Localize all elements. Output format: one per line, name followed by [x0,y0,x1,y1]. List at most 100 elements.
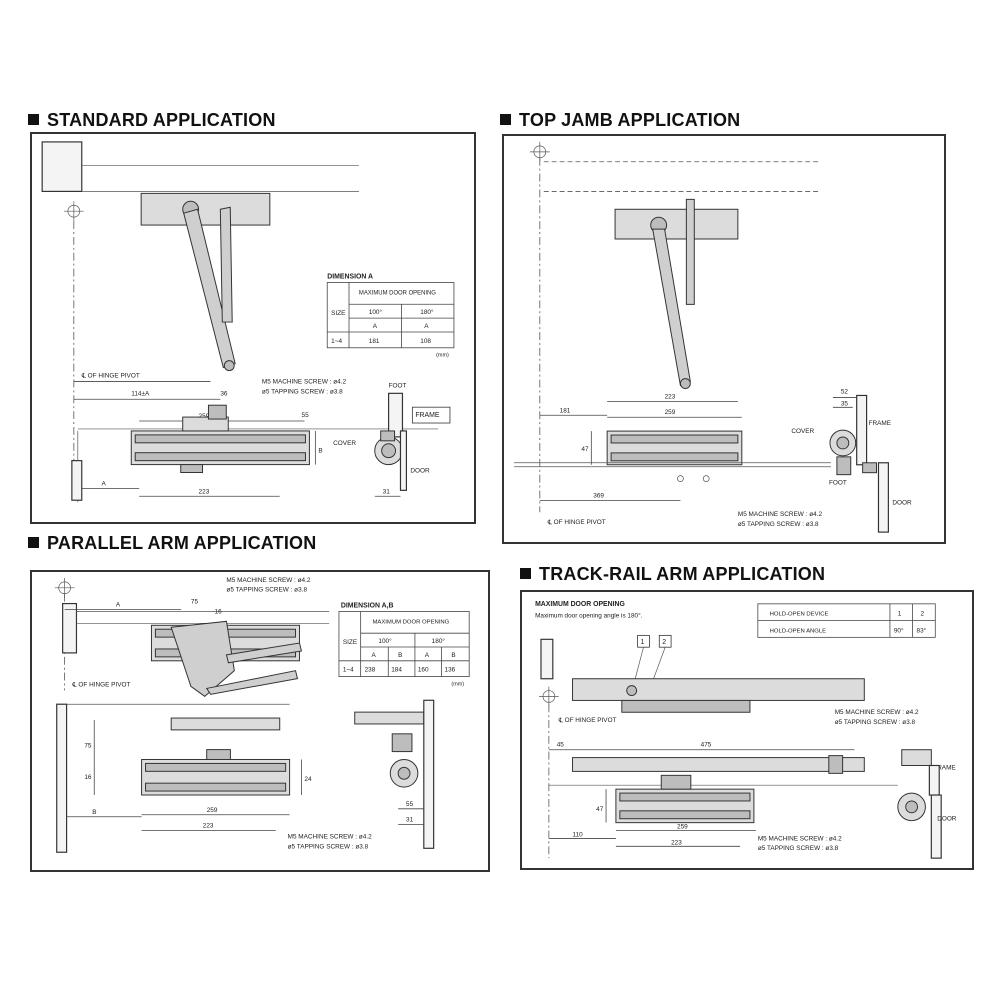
dim-36: 36 [220,390,228,397]
table-sub-a2: A [425,652,430,659]
dim-31: 31 [406,817,414,824]
dim-259: 259 [665,409,676,416]
door-side [877,462,889,533]
table-sub-b2: B [451,652,455,659]
track-rail-application-title: TRACK-RAIL ARM APPLICATION [520,564,825,585]
track-rail-title-text: TRACK-RAIL ARM APPLICATION [539,564,826,584]
frame-block [41,141,83,193]
frame-side [388,392,404,438]
arm-joint-icon [679,378,691,390]
top-jamb-diagram: 223 259 181 47 369 ℄ OF HINGE PIVOT M5 M… [514,141,912,533]
frame-label: FRAME [869,420,891,427]
top-jamb-application-title: TOP JAMB APPLICATION [500,110,740,131]
cover-label: COVER [791,428,814,435]
hold-open-angle-1: 90° [894,626,904,634]
hold-open-device-label: HOLD-OPEN DEVICE [770,612,829,618]
frame-side [856,394,868,466]
top-jamb-application-panel: 223 259 181 47 369 ℄ OF HINGE PIVOT M5 M… [502,134,946,544]
machine-screw-label-2: M5 MACHINE SCREW : ø4.2 [758,835,842,842]
table-size-label: SIZE [343,639,357,646]
table-sub-a1: A [372,652,377,659]
dim-181: 181 [560,407,571,414]
table-sub1: A [373,323,378,330]
hold-open-angle-label: HOLD-OPEN ANGLE [770,628,827,634]
dim-475: 475 [701,742,712,749]
standard-application-panel: DIMENSION A SIZE MAXIMUM DOOR OPENING 10… [30,132,476,524]
hinge-pivot-label: ℄ OF HINGE PIVOT [81,372,140,379]
main-arm [652,228,691,387]
tapping-screw-label: ø5 TAPPING SCREW : ø3.8 [835,719,916,726]
dim-75-lower: 75 [84,743,92,750]
hold-open-device-1: 1 [898,611,902,618]
parallel-arm-application-panel: M5 MACHINE SCREW : ø4.2 ø5 TAPPING SCREW… [30,570,490,872]
dim-35: 35 [841,400,849,407]
track-rail-application-panel: MAXIMUM DOOR OPENING Maximum door openin… [520,590,974,870]
table-v3: 160 [418,667,429,674]
machine-screw-label: M5 MACHINE SCREW : ø4.2 [226,577,310,584]
table-v4: 136 [445,667,456,674]
tapping-screw-label: ø5 TAPPING SCREW : ø3.8 [738,521,819,528]
dim-114: 114±A [131,390,150,397]
dim-45: 45 [557,742,565,749]
dimension-ab-heading: DIMENSION A,B [341,603,394,610]
forearm [219,206,233,323]
hold-open-device-2: 2 [920,611,924,618]
machine-screw-label: M5 MACHINE SCREW : ø4.2 [738,511,823,518]
table-col1: 100° [369,308,383,316]
dim-259: 259 [199,413,210,420]
frame-label: FRAME [933,764,955,771]
dim-55: 55 [406,801,414,808]
dim-223: 223 [203,823,214,830]
door-side [930,794,942,859]
hinge-pivot-label: ℄ OF HINGE PIVOT [558,717,617,724]
dim-47: 47 [596,806,604,813]
dim-b: B [92,809,96,816]
side-arm [354,711,425,725]
standard-diagram: DIMENSION A SIZE MAXIMUM DOOR OPENING 10… [41,141,455,503]
dim-110: 110 [573,831,584,838]
track-rail-diagram: MAXIMUM DOOR OPENING Maximum door openin… [535,601,957,859]
slider-icon [626,685,638,696]
hold-open-angle-2: 83° [917,626,927,634]
dim-16-lower: 16 [84,774,92,781]
frame-block [62,602,78,654]
dim-a: A [102,480,107,487]
dim-55: 55 [301,412,309,419]
frame-block [540,638,554,680]
table-unit: (mm) [451,681,464,687]
door-stop [71,460,83,501]
square-bullet-icon [28,114,39,125]
dim-223: 223 [671,839,682,846]
forearm [685,198,695,305]
machine-screw-label: M5 MACHINE SCREW : ø4.2 [835,709,919,716]
table-sub2: A [424,323,429,330]
dim-259: 259 [677,824,688,831]
dim-223: 223 [199,488,210,495]
square-bullet-icon [520,568,531,579]
hinge-pivot-label: ℄ OF HINGE PIVOT [547,519,606,526]
dimension-a-table [326,282,455,349]
dim-b: B [318,448,322,455]
side-rail [901,749,932,766]
parallel-bracket [170,620,235,697]
dimension-a-heading: DIMENSION A [327,274,373,281]
foot-label: FOOT [389,382,407,389]
door-label: DOOR [937,816,957,823]
top-jamb-title-text: TOP JAMB APPLICATION [519,110,741,130]
table-val2: 108 [420,338,431,345]
dim-223: 223 [665,393,676,400]
parallel-arm [225,642,303,664]
track-rail [572,678,865,701]
table-col2: 180° [432,637,446,645]
max-door-opening-heading: MAXIMUM DOOR OPENING [535,601,625,608]
dim-31: 31 [383,488,391,495]
parallel-arm-application-title: PARALLEL ARM APPLICATION [28,533,316,554]
square-bullet-icon [28,537,39,548]
dim-369: 369 [593,492,604,499]
standard-application-title: STANDARD APPLICATION [28,110,276,131]
table-row-label: 1~4 [331,338,342,345]
standard-title-text: STANDARD APPLICATION [47,110,276,130]
dim-75: 75 [191,599,199,606]
track-rail-front [572,757,865,772]
machine-screw-label: M5 MACHINE SCREW : ø4.2 [262,378,347,385]
